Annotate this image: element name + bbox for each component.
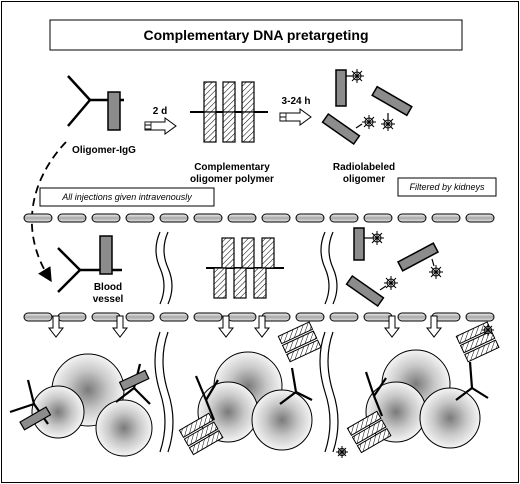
note-injections-box: All injections given intravenously [39, 187, 215, 207]
extravasation-arrow-icon [217, 315, 235, 338]
extravasation-arrow-icon [253, 315, 271, 338]
radioactive-star-icon [350, 69, 364, 83]
vessel-wall-cell [431, 213, 461, 223]
vessel-wall-cell [227, 213, 257, 223]
note-injections: All injections given intravenously [61, 192, 192, 202]
vessel-wall-cell [23, 213, 53, 223]
note-kidneys: Filtered by kidneys [409, 182, 485, 192]
vessel-wall-cell [465, 213, 495, 223]
vessel-wall-cell [227, 312, 257, 322]
arrow-3-24h: 3-24 h [279, 96, 312, 126]
separator-waves [154, 231, 339, 453]
radioactive-star-icon [482, 324, 494, 336]
vessel-wall-cell [193, 312, 223, 322]
extravasation-arrow-icon [111, 315, 129, 338]
radioactive-star-icon [370, 231, 384, 245]
blood-polymer-icon [206, 237, 284, 299]
radioactive-star-icon [362, 115, 376, 129]
radioactive-star-icon [384, 276, 398, 290]
extravasation-arrow-icon [425, 315, 443, 338]
vessel-wall-cell [57, 312, 87, 322]
label-complementary-1: Complementary [194, 162, 270, 173]
radioactive-star-icon [381, 117, 395, 131]
note-kidneys-box: Filtered by kidneys [397, 177, 497, 197]
vessel-wall-cell [329, 312, 359, 322]
vessel-wall-cell [465, 312, 495, 322]
vessel-wall-cell [23, 312, 53, 322]
vessel-wall-cell [193, 213, 223, 223]
vessel-wall-cell [159, 213, 189, 223]
vessel-wall-cell [125, 213, 155, 223]
vessel-wall-cell [295, 312, 325, 322]
vessel-wall-cell [57, 213, 87, 223]
extravasation-arrow-icon [383, 315, 401, 338]
arrow-3-24h-label: 3-24 h [282, 96, 311, 107]
vessel-wall-bottom [23, 312, 495, 322]
extravasation-arrows [47, 315, 443, 338]
vessel-wall-cell [261, 312, 291, 322]
label-radiolabeled-1: Radiolabeled [333, 162, 395, 173]
oligomer-igg-icon [67, 75, 124, 131]
tumor-panel-right [336, 321, 500, 458]
vessel-wall-cell [91, 312, 121, 322]
vessel-wall-cell [363, 312, 393, 322]
radioactive-star-icon [429, 265, 443, 279]
vessel-wall-cell [159, 312, 189, 322]
label-blood-1: Blood [94, 282, 122, 293]
title-box: Complementary DNA pretargeting [49, 19, 463, 51]
vessel-wall-cell [397, 213, 427, 223]
vessel-wall-cell [295, 213, 325, 223]
vessel-wall-cell [91, 213, 121, 223]
vessel-wall-cell [125, 312, 155, 322]
vessel-wall-top [23, 213, 495, 223]
label-blood-2: vessel [93, 294, 124, 305]
vessel-wall-cell [261, 213, 291, 223]
arrow-2d-label: 2 d [153, 106, 167, 117]
tumor-panel-left [9, 353, 153, 457]
label-complementary-2: oligomer polymer [190, 174, 274, 185]
radioactive-star-icon [336, 446, 348, 458]
label-radiolabeled-2: oligomer [343, 174, 385, 185]
title: Complementary DNA pretargeting [143, 27, 368, 43]
arrow-2d: 2 d [144, 106, 177, 135]
complementary-polymer-icon [190, 81, 268, 143]
blood-oligomer-igg-icon [57, 235, 122, 293]
vessel-wall-cell [397, 312, 427, 322]
tumor-panel-middle [178, 321, 322, 456]
extravasation-arrow-icon [47, 315, 65, 338]
dashed-injection-arrow [30, 141, 67, 283]
label-oligomer-igg: Oligomer-IgG [72, 145, 136, 156]
vessel-wall-cell [329, 213, 359, 223]
vessel-wall-cell [363, 213, 393, 223]
blood-radiolabeled-icon [345, 227, 443, 308]
radiolabeled-oligomer-icon [321, 69, 413, 146]
